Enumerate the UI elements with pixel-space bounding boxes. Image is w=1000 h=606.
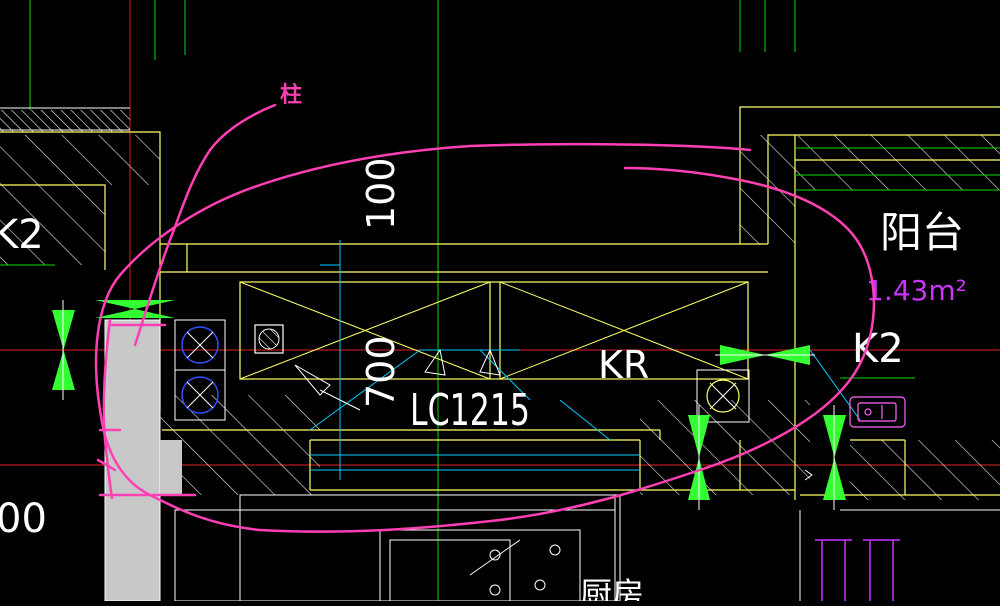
window-lc1215[interactable] [239,281,749,380]
washer-symbol [849,396,906,428]
dimension-700: 700 [359,335,403,408]
label-k2-left: K2 [0,212,44,258]
kr-label: KR [598,343,649,387]
balcony-label: 阳台 [880,208,964,257]
area-label: 1.43m² [866,274,967,307]
room-label: 厨房 [580,575,644,601]
pink-annotation[interactable] [94,103,876,533]
dimension-00: 00 [0,496,47,542]
annotation-label-column: 柱 [280,83,302,108]
column[interactable] [104,319,182,602]
dimension-100: 100 [359,157,403,230]
window-code-label: LC1215 [410,385,530,436]
door-symbol [815,539,900,601]
leader-arrows [294,348,501,411]
hatched-walls [0,110,1000,500]
cyan-leaders [309,240,861,480]
valve-symbols[interactable] [52,300,846,510]
outlet-boxes [174,319,750,423]
